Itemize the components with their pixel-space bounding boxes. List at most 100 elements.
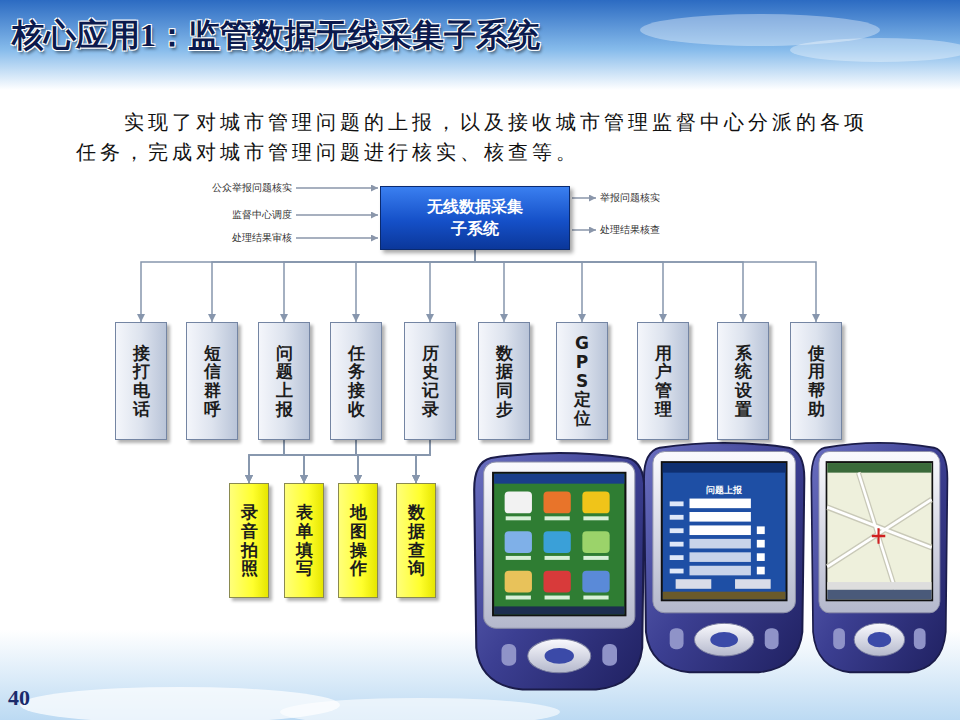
tree-connector (475, 250, 663, 322)
decoration (827, 582, 931, 590)
decoration (827, 473, 931, 590)
decoration (583, 556, 608, 560)
decoration (582, 492, 609, 514)
decoration (690, 566, 751, 576)
decoration (690, 539, 751, 549)
function-box: 用户管理 (637, 322, 689, 440)
decoration (690, 525, 751, 535)
function-box: 使用帮助 (790, 322, 842, 440)
decoration (670, 542, 684, 547)
pda-map-screen (811, 443, 947, 672)
input-label: 监督中心调度 (232, 208, 292, 222)
decoration (872, 528, 885, 543)
box-label: 用户管理 (655, 344, 672, 419)
function-box: GPS定位 (556, 322, 608, 440)
tree-connector (249, 440, 356, 483)
decoration (827, 473, 931, 590)
tree-connector (249, 440, 430, 483)
box-label: 任务接收 (348, 344, 365, 419)
decoration (757, 526, 765, 534)
box-label: 无线数据采集子系统 (425, 196, 525, 239)
sub-function-box: 录音拍照 (229, 483, 269, 598)
tree-connector (284, 250, 475, 322)
decoration (827, 463, 931, 473)
box-label: 短信群呼 (204, 344, 221, 419)
decoration (583, 516, 608, 520)
system-box: 无线数据采集子系统 (380, 186, 570, 250)
sub-function-box: 地图操作 (338, 483, 378, 598)
decoration (506, 596, 531, 600)
tree-connector (475, 250, 816, 322)
decoration (670, 569, 684, 574)
decoration (505, 492, 532, 514)
decoration (735, 579, 771, 589)
decoration (505, 531, 532, 553)
tree-connector (358, 440, 430, 483)
decoration (506, 516, 531, 520)
decoration (296, 237, 378, 239)
decoration (827, 463, 931, 599)
function-box: 数据同步 (478, 322, 530, 440)
box-label: 数据同步 (496, 344, 513, 419)
decoration (690, 552, 751, 562)
tree-connector (356, 250, 475, 322)
decoration (582, 531, 609, 553)
decoration (670, 515, 684, 520)
tree-connector (284, 440, 358, 483)
decoration (296, 214, 378, 216)
decoration (505, 571, 532, 593)
decoration (545, 596, 570, 600)
decoration (757, 567, 765, 575)
box-label: 表单填写 (296, 503, 313, 578)
tree-connector (304, 440, 356, 483)
function-box: 任务接收 (330, 322, 382, 440)
decoration (544, 571, 571, 593)
decoration (663, 592, 786, 600)
decoration (811, 443, 947, 672)
tree-connector (430, 250, 475, 322)
cloud (790, 38, 960, 62)
decoration (690, 499, 751, 509)
decoration (670, 555, 684, 560)
tree-connector (475, 250, 743, 322)
function-box: 短信群呼 (186, 322, 238, 440)
function-box: 系统设置 (717, 322, 769, 440)
pda-menu-screen (474, 453, 644, 690)
decoration (572, 229, 596, 231)
function-box: 历史记录 (404, 322, 456, 440)
decoration (827, 590, 931, 600)
sub-function-box: 数据查询 (396, 483, 436, 598)
box-label: 数据查询 (408, 503, 425, 578)
output-label: 处理结果核查 (600, 223, 660, 237)
sub-function-box: 表单填写 (284, 483, 324, 598)
decoration (494, 474, 624, 484)
decoration (644, 443, 804, 672)
decoration (690, 512, 751, 522)
decoration (545, 516, 570, 520)
box-label: 问题上报 (276, 344, 293, 419)
decoration (582, 571, 609, 593)
decoration (506, 556, 531, 560)
page-number: 40 (8, 682, 30, 713)
tree-connector (475, 250, 504, 322)
input-label: 处理结果审核 (232, 231, 292, 245)
box-label: GPS定位 (574, 334, 591, 427)
tree-connector (416, 440, 430, 483)
decoration (474, 453, 644, 690)
decoration (670, 501, 684, 506)
decoration (583, 596, 608, 600)
decoration (494, 474, 624, 615)
decoration (670, 528, 684, 533)
output-label: 举报问题核实 (600, 191, 660, 205)
box-label: 系统设置 (735, 344, 752, 419)
pda-form-screen (644, 443, 804, 672)
decoration (545, 556, 570, 560)
decoration (676, 579, 712, 589)
decoration (663, 463, 786, 473)
function-box: 问题上报 (258, 322, 310, 440)
tree-connector (475, 250, 582, 322)
tree-connector (212, 250, 475, 322)
tree-connector (141, 250, 475, 322)
function-box: 接打电话 (115, 322, 167, 440)
